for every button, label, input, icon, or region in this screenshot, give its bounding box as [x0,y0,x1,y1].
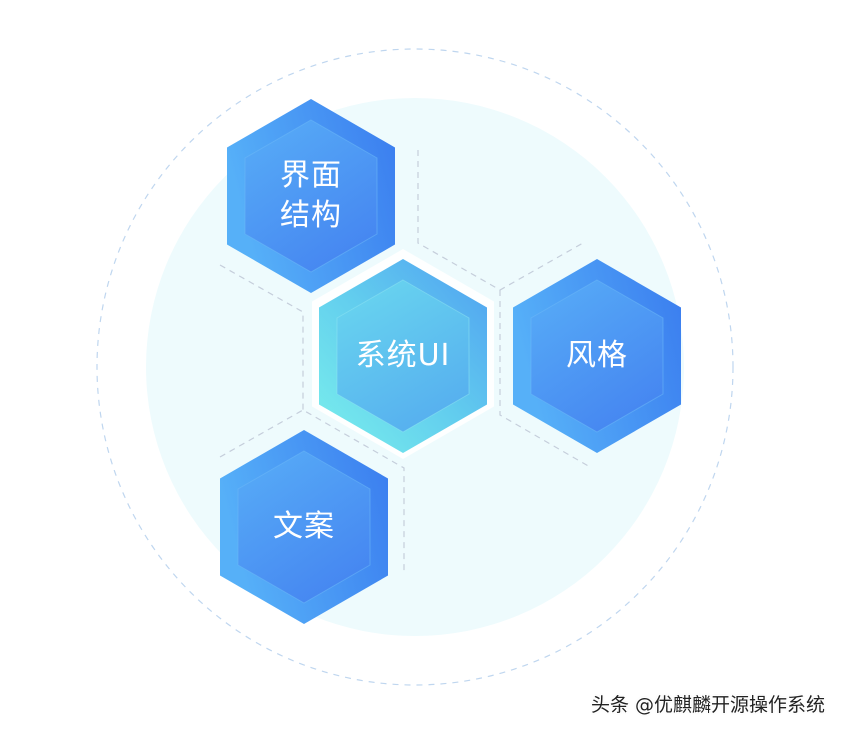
label-line: 文案 [273,509,335,544]
hex-system-ui[interactable] [312,249,494,459]
connector-right-left [499,290,591,468]
watermark-text: 头条 @优麒麟开源操作系统 [590,694,825,716]
label-line: 系统UI [355,338,451,373]
connector-dashes [219,150,591,572]
label-interface-structure: 界面 结构 [280,156,342,236]
hex-copywriting[interactable] [220,430,388,624]
label-copywriting: 文案 [273,507,335,547]
label-style: 风格 [566,336,628,376]
hex-interface-structure[interactable] [227,99,395,293]
hex-inner [530,279,664,433]
label-line: 界面 [280,158,342,193]
connector-top-right [417,150,584,291]
hex-style[interactable] [513,259,681,453]
label-line: 风格 [566,338,628,373]
hex-inner [244,119,378,273]
outer-dashed-ring [96,48,734,686]
connector-bottom-top [219,409,405,572]
label-system-ui: 系统UI [356,336,451,376]
hex-inner [237,450,371,604]
hex-inner [336,279,470,433]
label-line: 结构 [280,198,342,233]
